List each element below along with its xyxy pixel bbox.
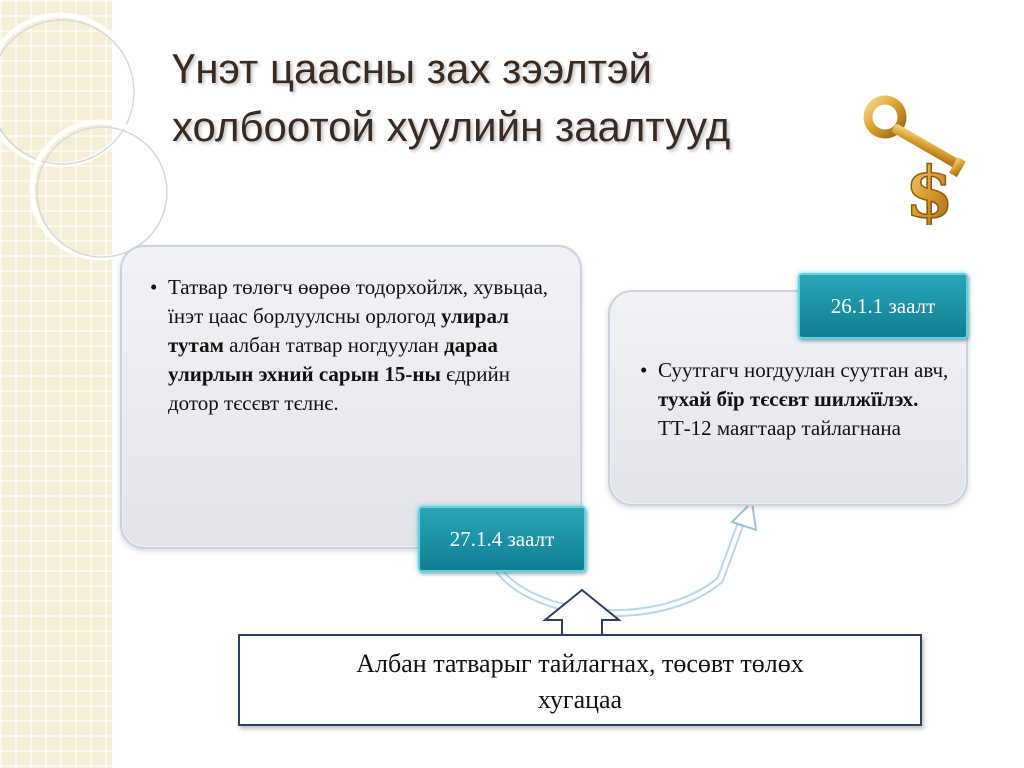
left-bullet-item: Татвар төлөгч өөрөө тодорхойлж, хувьцаа,…	[150, 273, 560, 418]
right-text-2: ТТ-12 маягтаар тайлагнана	[658, 416, 901, 440]
deadline-line-2: хугацаа	[537, 685, 623, 714]
svg-text:$: $	[905, 151, 954, 225]
left-bullet-list: Татвар төлөгч өөрөө тодорхойлж, хувьцаа,…	[122, 247, 580, 418]
left-bold-1: улирал тутам	[168, 304, 509, 357]
right-text-1: Суутгагч ногдуулан суутган авч,	[658, 358, 949, 382]
right-bullet-item: Суутгагч ногдуулан суутган авч, тухай бї…	[640, 356, 950, 443]
left-info-card: Татвар төлөгч өөрөө тодорхойлж, хувьцаа,…	[120, 245, 582, 549]
golden-key-dollar-icon: $	[863, 95, 966, 225]
right-bullet-list: Суутгагч ногдуулан суутган авч, тухай бї…	[610, 292, 966, 443]
right-bold-1: тухай бїр тєсєвт шилжїїлэх.	[658, 387, 919, 411]
left-text-3: єдрийн дотор тєсєвт тєлнє.	[168, 362, 511, 415]
article-tag-27-1-4: 27.1.4 заалт	[418, 506, 586, 572]
title-line-2: холбоотой хуулийн заалтууд	[172, 103, 731, 150]
decorative-circles	[0, 12, 171, 261]
article-tag-26-1-1: 26.1.1 заалт	[798, 273, 968, 339]
left-text-2: албан татвар ногдуулан	[223, 333, 445, 357]
title-line-1: Үнэт цаасны зах зээлтэй	[172, 45, 652, 92]
deadline-caption-box: Албан татварыг тайлагнах, төсөвт төлөх х…	[238, 634, 922, 726]
slide-title: Үнэт цаасны зах зээлтэй холбоотой хуулий…	[172, 40, 862, 156]
left-text-1: Татвар төлөгч өөрөө тодорхойлж, хувьцаа,…	[168, 275, 549, 328]
left-bold-2: дараа улирлын эхний сарын 15-ны	[168, 333, 498, 386]
deadline-line-1: Албан татварыг тайлагнах, төсөвт төлөх	[356, 649, 804, 678]
